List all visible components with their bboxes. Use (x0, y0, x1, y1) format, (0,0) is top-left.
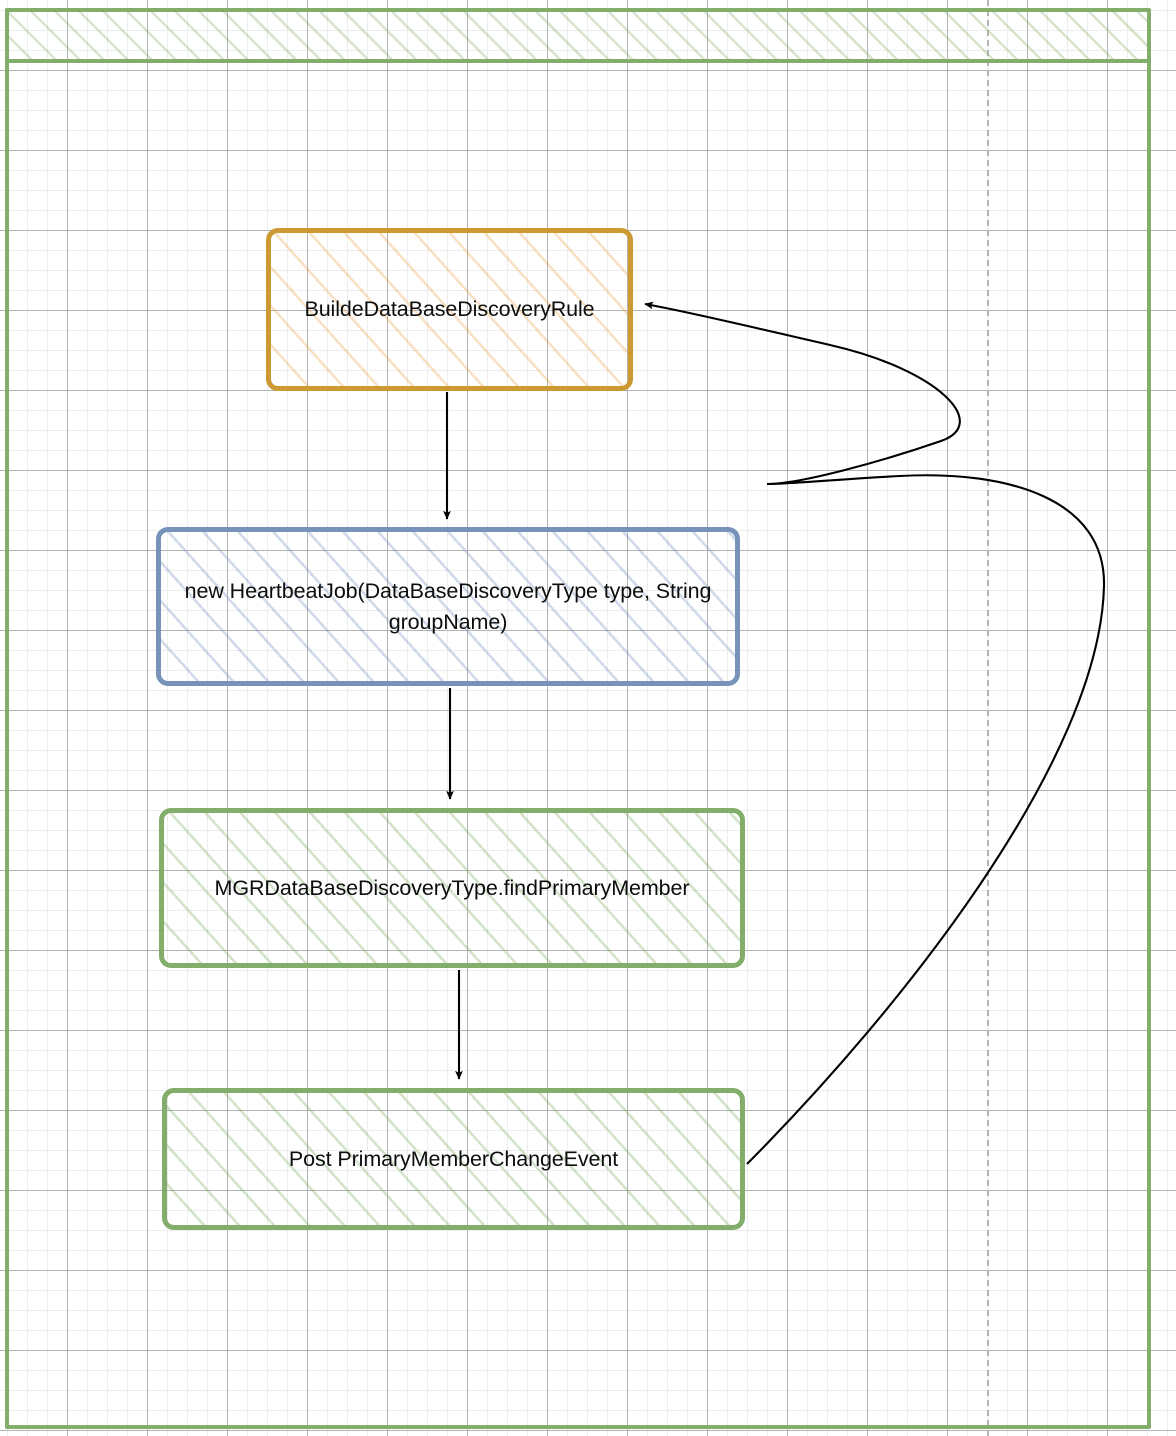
node-post-event-label: Post PrimaryMemberChangeEvent (288, 1146, 619, 1171)
node-find-primary-member-label: MGRDataBaseDiscoveryType.findPrimaryMemb… (214, 875, 690, 900)
node-heartbeat-job[interactable]: new HeartbeatJob(DataBaseDiscoveryType t… (156, 527, 740, 686)
outer-container-header (5, 8, 1151, 63)
node-build-rule[interactable]: BuildeDataBaseDiscoveryRule (266, 228, 633, 391)
node-find-primary-member[interactable]: MGRDataBaseDiscoveryType.findPrimaryMemb… (159, 808, 745, 968)
node-heartbeat-job-label: new HeartbeatJob(DataBaseDiscoveryType t… (184, 578, 712, 634)
node-build-rule-label: BuildeDataBaseDiscoveryRule (304, 297, 595, 322)
outer-container[interactable] (5, 8, 1151, 1429)
node-post-event[interactable]: Post PrimaryMemberChangeEvent (162, 1088, 745, 1230)
